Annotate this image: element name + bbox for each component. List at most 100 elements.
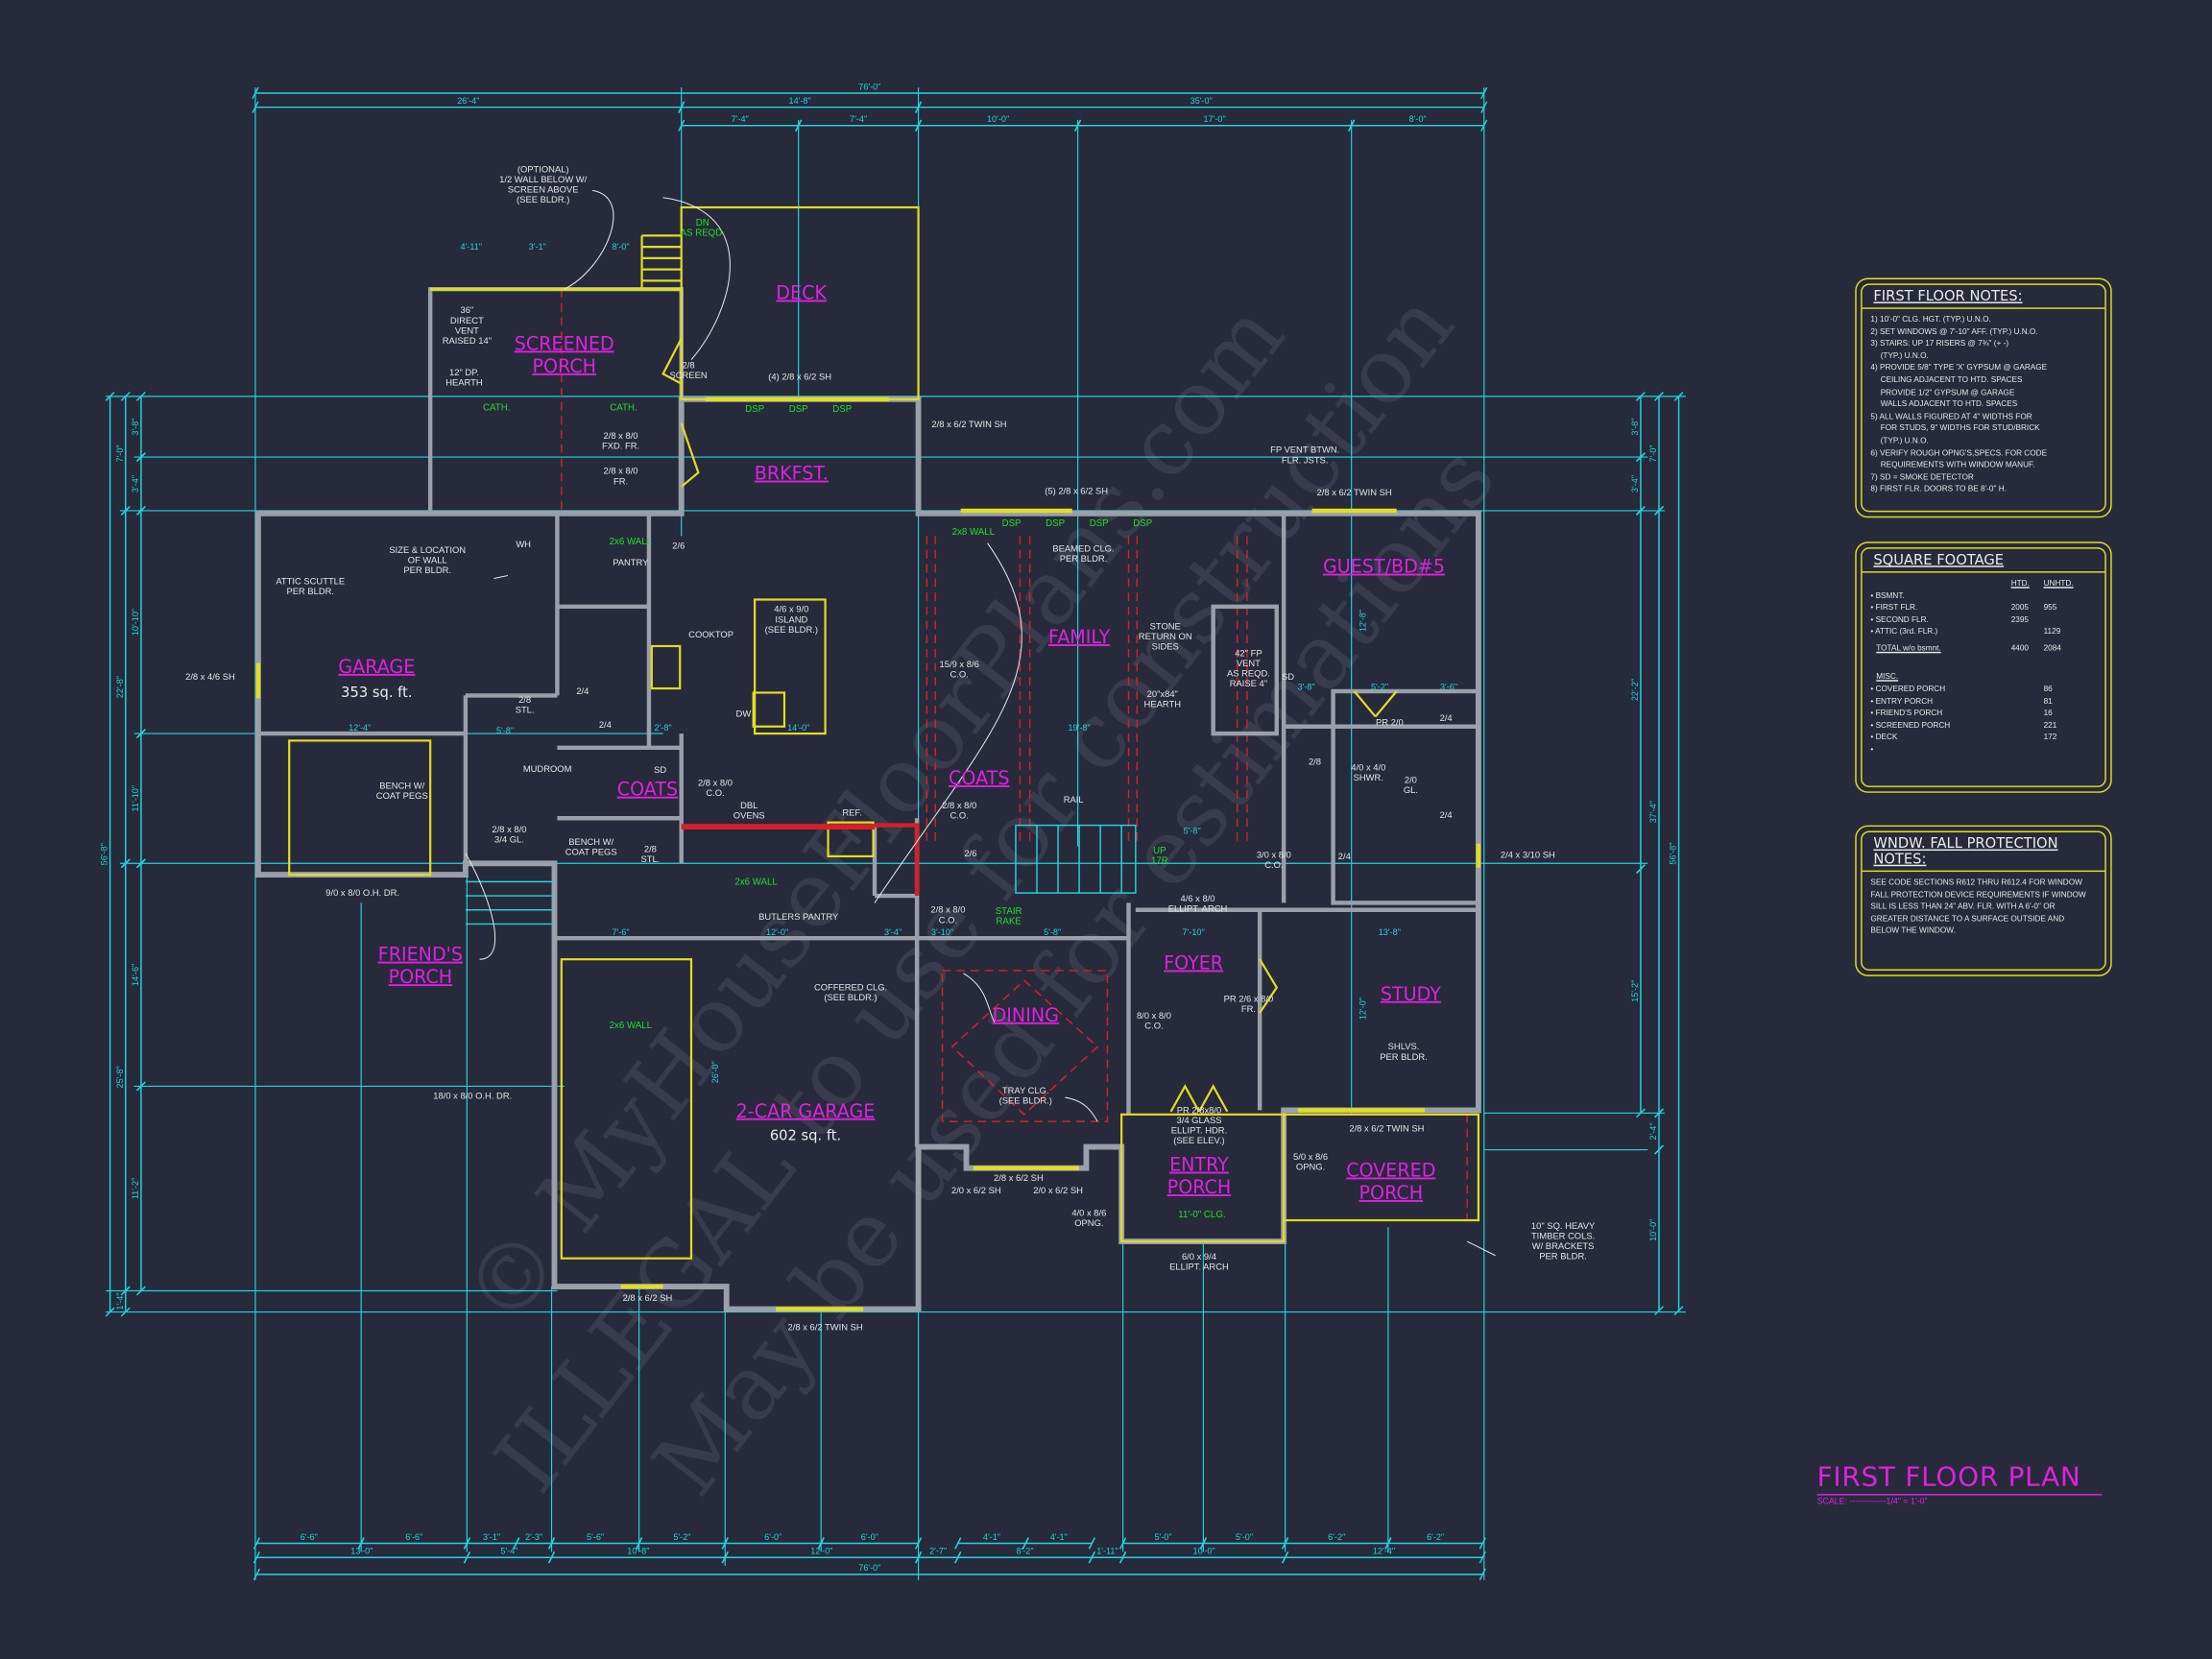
- dimension-tick: [1654, 505, 1664, 516]
- fall-protection-panel: WNDW. FALL PROTECTION NOTES: SEE CODE SE…: [1855, 825, 2112, 976]
- dims-right-overall: 56'-8": [1669, 391, 1684, 1315]
- dimension-label: 1'-4": [115, 1292, 125, 1310]
- annotations-stone-return-line: STONE: [1150, 620, 1181, 631]
- annotations-entry-opng-line: OPNG.: [1074, 1217, 1103, 1228]
- interior-walls: [257, 513, 1481, 1147]
- interior-dims-study-h: 12'-0": [1358, 998, 1367, 1020]
- note-item-line: CEILING ADJACENT TO HTD. SPACES: [1880, 376, 2023, 386]
- rooms-friends-porch-line: FRIEND'S: [378, 944, 463, 966]
- total-htd: 4400: [2010, 644, 2030, 653]
- annotations-dining-sh-r-line: 2/0 x 6/2 SH: [1033, 1185, 1083, 1195]
- note-item-line: 3) STAIRS: UP 17 RISERS @ 7¾" (+ -): [1870, 340, 2009, 349]
- annotations-optional-wall-line: (SEE BLDR.): [517, 194, 569, 204]
- col-htd: HTD.: [2010, 579, 2030, 589]
- interior-dims-butler-w-line: 12'-0": [766, 927, 788, 937]
- interior-dims-porch-b-line: 3'-1": [529, 242, 546, 252]
- rooms-guest-line: GUEST/BD#5: [1323, 556, 1445, 578]
- annotations-fp-line: 42" FP: [1235, 647, 1262, 658]
- annotations-dining-sh-l-line: 2/0 x 6/2 SH: [951, 1185, 1001, 1195]
- dimension-tick: [954, 1537, 962, 1550]
- green-notes-cath-l: CATH.: [483, 403, 510, 414]
- annotations-coffered-line: (SEE BLDR.): [824, 992, 877, 1002]
- annotations-ellipt-arch-line: 4/6 x 8/0: [1180, 893, 1214, 903]
- rooms-garage: GARAGE: [338, 656, 415, 678]
- annotations-bench1: BENCH W/COAT PEGS: [376, 780, 428, 801]
- annotations-sd1-line: SD: [1282, 671, 1294, 682]
- green-notes-dn-line: AS REQD.: [681, 228, 725, 239]
- beam-lines: [561, 289, 1468, 1242]
- sqft-unhtd: [2044, 590, 2097, 603]
- dimension-label: 6'-2": [1427, 1532, 1444, 1542]
- green-notes-dsp-deck-2: DSP: [832, 404, 852, 415]
- dimension-tick: [547, 1551, 556, 1564]
- dimension-tick: [1282, 1537, 1289, 1550]
- dimension-strings: 76'-0"26'-4"14'-8"35'-0"7'-4"7'-4"10'-0"…: [100, 82, 1684, 1581]
- dimension-label: 56'-8": [1669, 842, 1678, 864]
- interior-dims-foyer-w: 7'-10": [1182, 927, 1204, 937]
- dimension-label: 5'-2": [673, 1532, 690, 1542]
- annotations-timber-line: 10" SQ. HEAVY: [1531, 1220, 1596, 1231]
- dimension-tick: [1654, 1144, 1664, 1155]
- green-notes-cath-r-line: CATH.: [610, 403, 637, 414]
- interior-dims-butler-a: 7'-6": [612, 927, 629, 937]
- interior-dims-porch-c-line: 8'-0": [612, 242, 629, 252]
- dimension-tick: [1479, 1537, 1486, 1550]
- rooms-study: STUDY: [1381, 983, 1441, 1005]
- dimension-label: 6'-6": [301, 1532, 318, 1542]
- rooms-deck-line: DECK: [776, 282, 827, 304]
- dimension-tick: [914, 1551, 923, 1564]
- annotations-garage-door2: 18/0 x 8/0 O.H. DR.: [433, 1091, 512, 1101]
- annotations-ovens-line: OVENS: [733, 810, 765, 821]
- annotations-garage-door2-line: 18/0 x 8/0 O.H. DR.: [433, 1091, 512, 1101]
- doors-windows-and-decking: [255, 205, 1481, 1311]
- green-notes-entry-clg-line: 11'-0" CLG.: [1178, 1210, 1225, 1220]
- note-item-line: (TYP.) U.N.O.: [1880, 437, 1929, 446]
- scale-label: SCALE:: [1816, 1498, 1847, 1507]
- misc-value: 86: [2043, 685, 2053, 694]
- dimension-label: 3'-8": [131, 418, 140, 435]
- misc-title: MISC.: [1876, 673, 1899, 683]
- dimension-tick: [1384, 1537, 1392, 1550]
- dimension-tick: [1673, 1306, 1684, 1315]
- sqft-label: • ATTIC (3rd. FLR.): [1870, 628, 1938, 637]
- annotations-stl-door-line: 2/8: [518, 694, 531, 705]
- annotations-entry-door-line: ELLIPT. HDR.: [1171, 1125, 1227, 1136]
- annotations-bath-window-line: 2/4 x 3/10 SH: [1501, 849, 1555, 859]
- interior-dims-hall: 5'-8": [1184, 826, 1201, 835]
- interior-dims-kitchen-s: 2'-8": [655, 723, 672, 733]
- annotations-shelves-line: SHLVS.: [1388, 1041, 1420, 1051]
- annotations-optional-wall-line: SCREEN ABOVE: [508, 183, 579, 194]
- dimension-label: 56'-8": [100, 843, 109, 865]
- dimension-label: 26'-4": [457, 96, 479, 106]
- dimension-label: 17'-0": [1204, 114, 1226, 124]
- annotations-beamed: BEAMED CLG.PER BLDR.: [1052, 543, 1114, 565]
- annotations-timber-line: W/ BRACKETS: [1532, 1240, 1595, 1251]
- note-item-line: PROVIDE 1/2" GYPSUM @ GARAGE: [1880, 388, 2015, 397]
- dimension-label: 1'-11": [1096, 1547, 1118, 1556]
- green-notes-stair-rake-line: RAKE: [996, 917, 1022, 927]
- note-item-line: 7) SD = SMOKE DETECTOR: [1870, 473, 1974, 483]
- dimension-label: 3'-4": [131, 475, 140, 493]
- misc-label: • ENTRY PORCH: [1870, 697, 1934, 707]
- dimension-label: 2'-3": [525, 1532, 542, 1542]
- dimension-label: 2'-7": [929, 1547, 947, 1556]
- rooms-coats-hall: COATS: [949, 767, 1009, 789]
- dimension-tick: [1480, 86, 1488, 100]
- annotations-sd2: SD: [654, 764, 666, 775]
- dimension-label: 14'-8": [789, 96, 811, 106]
- interior-dims-stair-b: 5'-8": [1044, 927, 1061, 937]
- rooms-friends-porch-line: PORCH: [389, 966, 453, 988]
- annotations-study-door-line: FR.: [1241, 1003, 1256, 1014]
- dimension-label: 3'-8": [1630, 418, 1640, 435]
- dims-left-row1: 3'-8"3'-4"10'-10"11'-10"14'-6"11'-2": [131, 391, 146, 1296]
- dimension-tick: [1119, 1537, 1127, 1550]
- interior-dims-bath-c-line: 3'-6": [1440, 683, 1457, 692]
- dimension-tick: [120, 1307, 131, 1317]
- misc-value: 172: [2043, 733, 2057, 743]
